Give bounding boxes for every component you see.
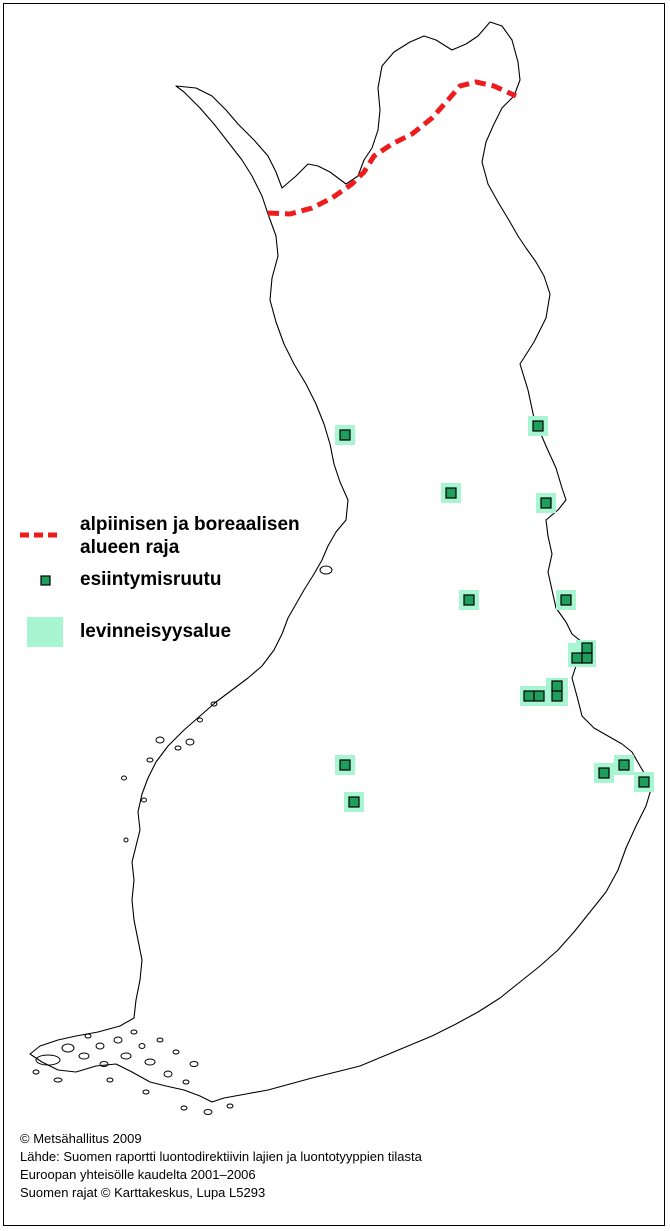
legend-range-symbol: [27, 617, 63, 647]
occurrence-square: [445, 487, 457, 499]
occurrence-square: [540, 497, 552, 509]
credit-line: © Metsähallitus 2009: [20, 1131, 142, 1146]
occurrence-square: [551, 690, 563, 702]
alpine-boreal-border-line: [267, 79, 518, 217]
occurrence-square: [532, 420, 544, 432]
legend-range-label: levinneisyysalue: [80, 621, 232, 642]
occurrence-square: [463, 594, 475, 606]
occurrence-square: [638, 776, 650, 788]
occurrence-square: [551, 680, 563, 692]
legend-border-label-line1: alpiinisen ja boreaalisen: [80, 514, 300, 535]
finland-outline: [29, 21, 653, 1103]
occurrence-square: [618, 759, 630, 771]
map-frame: [3, 3, 665, 1226]
occurrence-square: [571, 652, 583, 664]
credit-line: Suomen rajat © Karttakeskus, Lupa L5293: [20, 1185, 266, 1200]
occurrence-square: [581, 652, 593, 664]
occurrence-square: [348, 796, 360, 808]
occurrence-square: [598, 767, 610, 779]
range-squares: [335, 416, 654, 812]
occurrence-square: [581, 642, 593, 654]
credit-line: Euroopan yhteisölle kaudelta 2001–2006: [20, 1167, 256, 1182]
occurrence-square: [339, 429, 351, 441]
occurrence-square: [533, 690, 545, 702]
archipelago-islands: [32, 1029, 234, 1115]
legend-occurrence-label: esiintymisruutu: [80, 569, 222, 590]
credit-line: Lähde: Suomen raportti luontodirektiivin…: [20, 1149, 422, 1164]
west-coast-islands: [121, 565, 333, 843]
legend-occurrence-symbol: [40, 575, 51, 586]
occurrence-squares: [339, 420, 650, 808]
occurrence-square: [339, 759, 351, 771]
occurrence-square: [560, 594, 572, 606]
legend-border-label-line2: alueen raja: [80, 537, 180, 558]
credits-block: © Metsähallitus 2009 Lähde: Suomen rapor…: [20, 1130, 422, 1202]
occurrence-square: [523, 690, 535, 702]
